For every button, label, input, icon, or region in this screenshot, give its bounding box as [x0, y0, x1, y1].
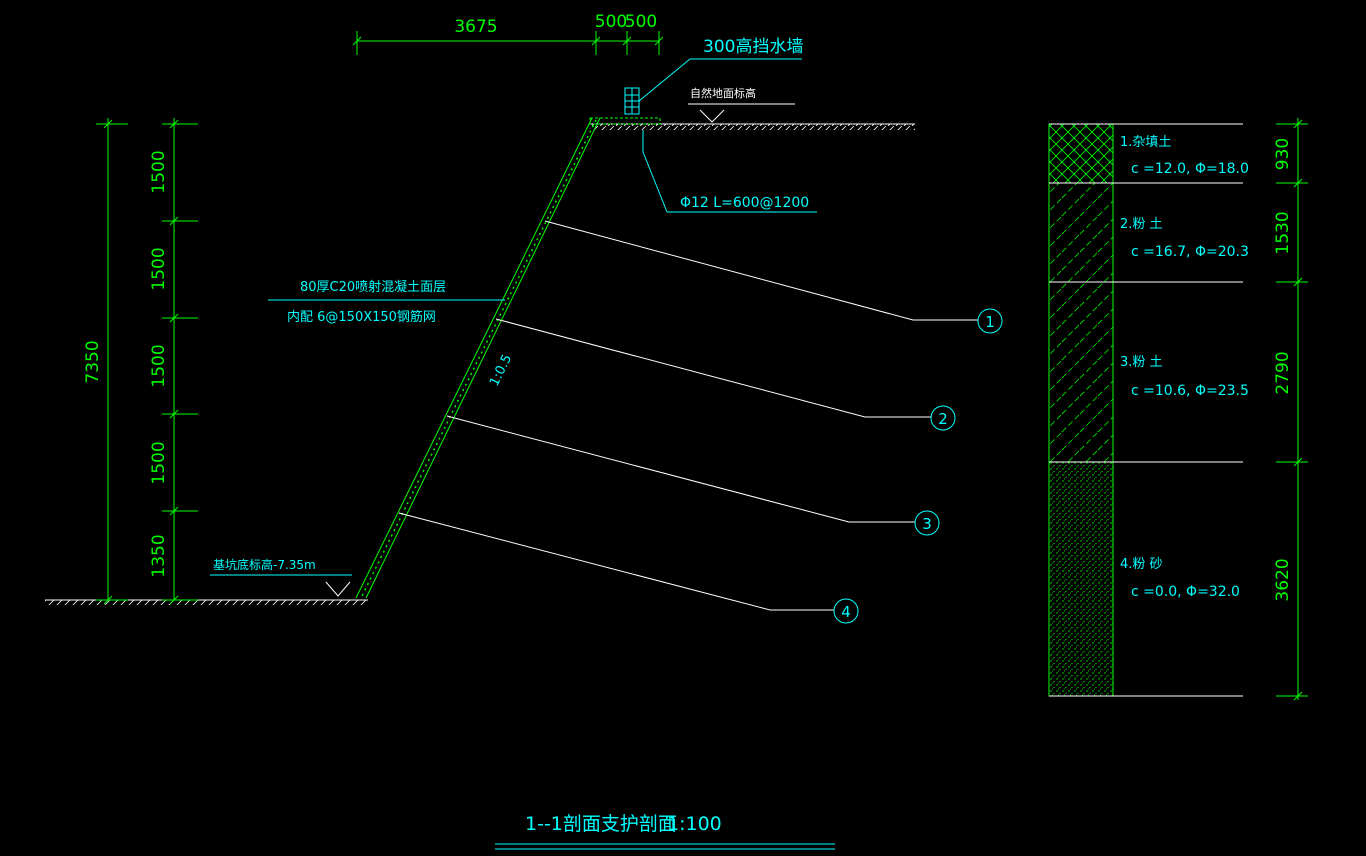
dim-seg-1: 1500 [149, 150, 169, 193]
soil-nail-3: 3 [446, 415, 940, 536]
anchor-callout: Φ12 L=600@1200 [642, 130, 817, 213]
soil-layer-4: 4.粉 砂 c =0.0, Φ=32.0 [1120, 557, 1240, 600]
soil-layer-3-thickness: 2790 [1273, 351, 1293, 394]
left-tick-slash-6 [169, 595, 179, 605]
dim-seg-5: 1350 [149, 534, 169, 577]
slope-label: 1:0.5 [487, 352, 515, 389]
soil-layer-4-thickness: 3620 [1273, 558, 1293, 601]
soil-column: 1.杂填土 c =12.0, Φ=18.0 2.粉 土 c =16.7, Φ=2… [1048, 123, 1249, 697]
drawing-title: 1--1剖面支护剖面 1:100 [495, 813, 835, 850]
top-ground [589, 117, 915, 130]
nail-number-4: 4 [841, 603, 851, 621]
dim-500-a: 500 [595, 12, 627, 32]
nail-number-1: 1 [985, 313, 995, 331]
nail-number-3: 3 [922, 515, 932, 533]
wall-label: 300高挡水墙 [703, 37, 803, 57]
soil-layer-4-params: c =0.0, Φ=32.0 [1131, 584, 1240, 600]
soil-layer-2-thickness: 1530 [1273, 211, 1293, 254]
water-wall: 300高挡水墙 [624, 37, 803, 115]
soil-nail-2: 2 [495, 318, 956, 431]
soil-layer-1-name: 1.杂填土 [1120, 135, 1171, 150]
bottom-ground: 基坑底标高-7.35m [45, 557, 368, 605]
anchor-label: Φ12 L=600@1200 [680, 195, 809, 211]
soil-layer-1-params: c =12.0, Φ=18.0 [1131, 161, 1249, 177]
soil-nail-1: 1 [544, 220, 1003, 334]
surface-layer-callout: 80厚C20喷射混凝土面层 内配 6@150X150钢筋网 [268, 279, 505, 325]
left-tick-slash-4 [169, 409, 179, 419]
top-dimension: 3675 500 500 [352, 12, 664, 55]
left-tick-slash-2 [169, 216, 179, 226]
dim-3675: 3675 [454, 17, 497, 37]
dim-500-b: 500 [625, 12, 657, 32]
nail-number-2: 2 [938, 410, 948, 428]
left-tick-slash-3 [169, 313, 179, 323]
soil-layer-3: 3.粉 土 c =10.6, Φ=23.5 [1120, 355, 1249, 399]
soil-nail-4: 4 [398, 512, 859, 624]
left-dimensions: 7350 1500 1500 1500 1500 1350 [83, 118, 198, 605]
dim-seg-3: 1500 [149, 344, 169, 387]
surface-label-2: 内配 6@150X150钢筋网 [287, 309, 436, 325]
left-tick-slash-5 [169, 506, 179, 516]
slope-face: 1:0.5 [355, 117, 601, 599]
left-tick-slash-1 [169, 119, 179, 129]
soil-nails: 1 2 3 4 [398, 220, 1003, 624]
pit-bottom-label: 基坑底标高-7.35m [213, 557, 316, 572]
surface-label-1: 80厚C20喷射混凝土面层 [300, 279, 446, 295]
dim-seg-4: 1500 [149, 441, 169, 484]
soil-layer-2-name: 2.粉 土 [1120, 217, 1163, 232]
soil-layer-1-thickness: 930 [1273, 138, 1293, 170]
natural-ground-label: 自然地面标高 [690, 86, 756, 100]
soil-layer-1: 1.杂填土 c =12.0, Φ=18.0 [1120, 135, 1249, 177]
title-scale: 1:100 [667, 813, 722, 835]
soil-layer-2-params: c =16.7, Φ=20.3 [1131, 244, 1249, 260]
dim-seg-2: 1500 [149, 247, 169, 290]
soil-layer-3-name: 3.粉 土 [1120, 355, 1163, 370]
natural-ground-marker: 自然地面标高 [688, 86, 795, 123]
soil-layer-4-name: 4.粉 砂 [1120, 557, 1163, 572]
right-dimensions: 930 1530 2790 3620 [1273, 118, 1308, 701]
title-text: 1--1剖面支护剖面 [525, 813, 677, 835]
soil-layer-2: 2.粉 土 c =16.7, Φ=20.3 [1120, 217, 1249, 260]
soil-layer-3-params: c =10.6, Φ=23.5 [1131, 383, 1249, 399]
dim-total: 7350 [83, 340, 103, 383]
